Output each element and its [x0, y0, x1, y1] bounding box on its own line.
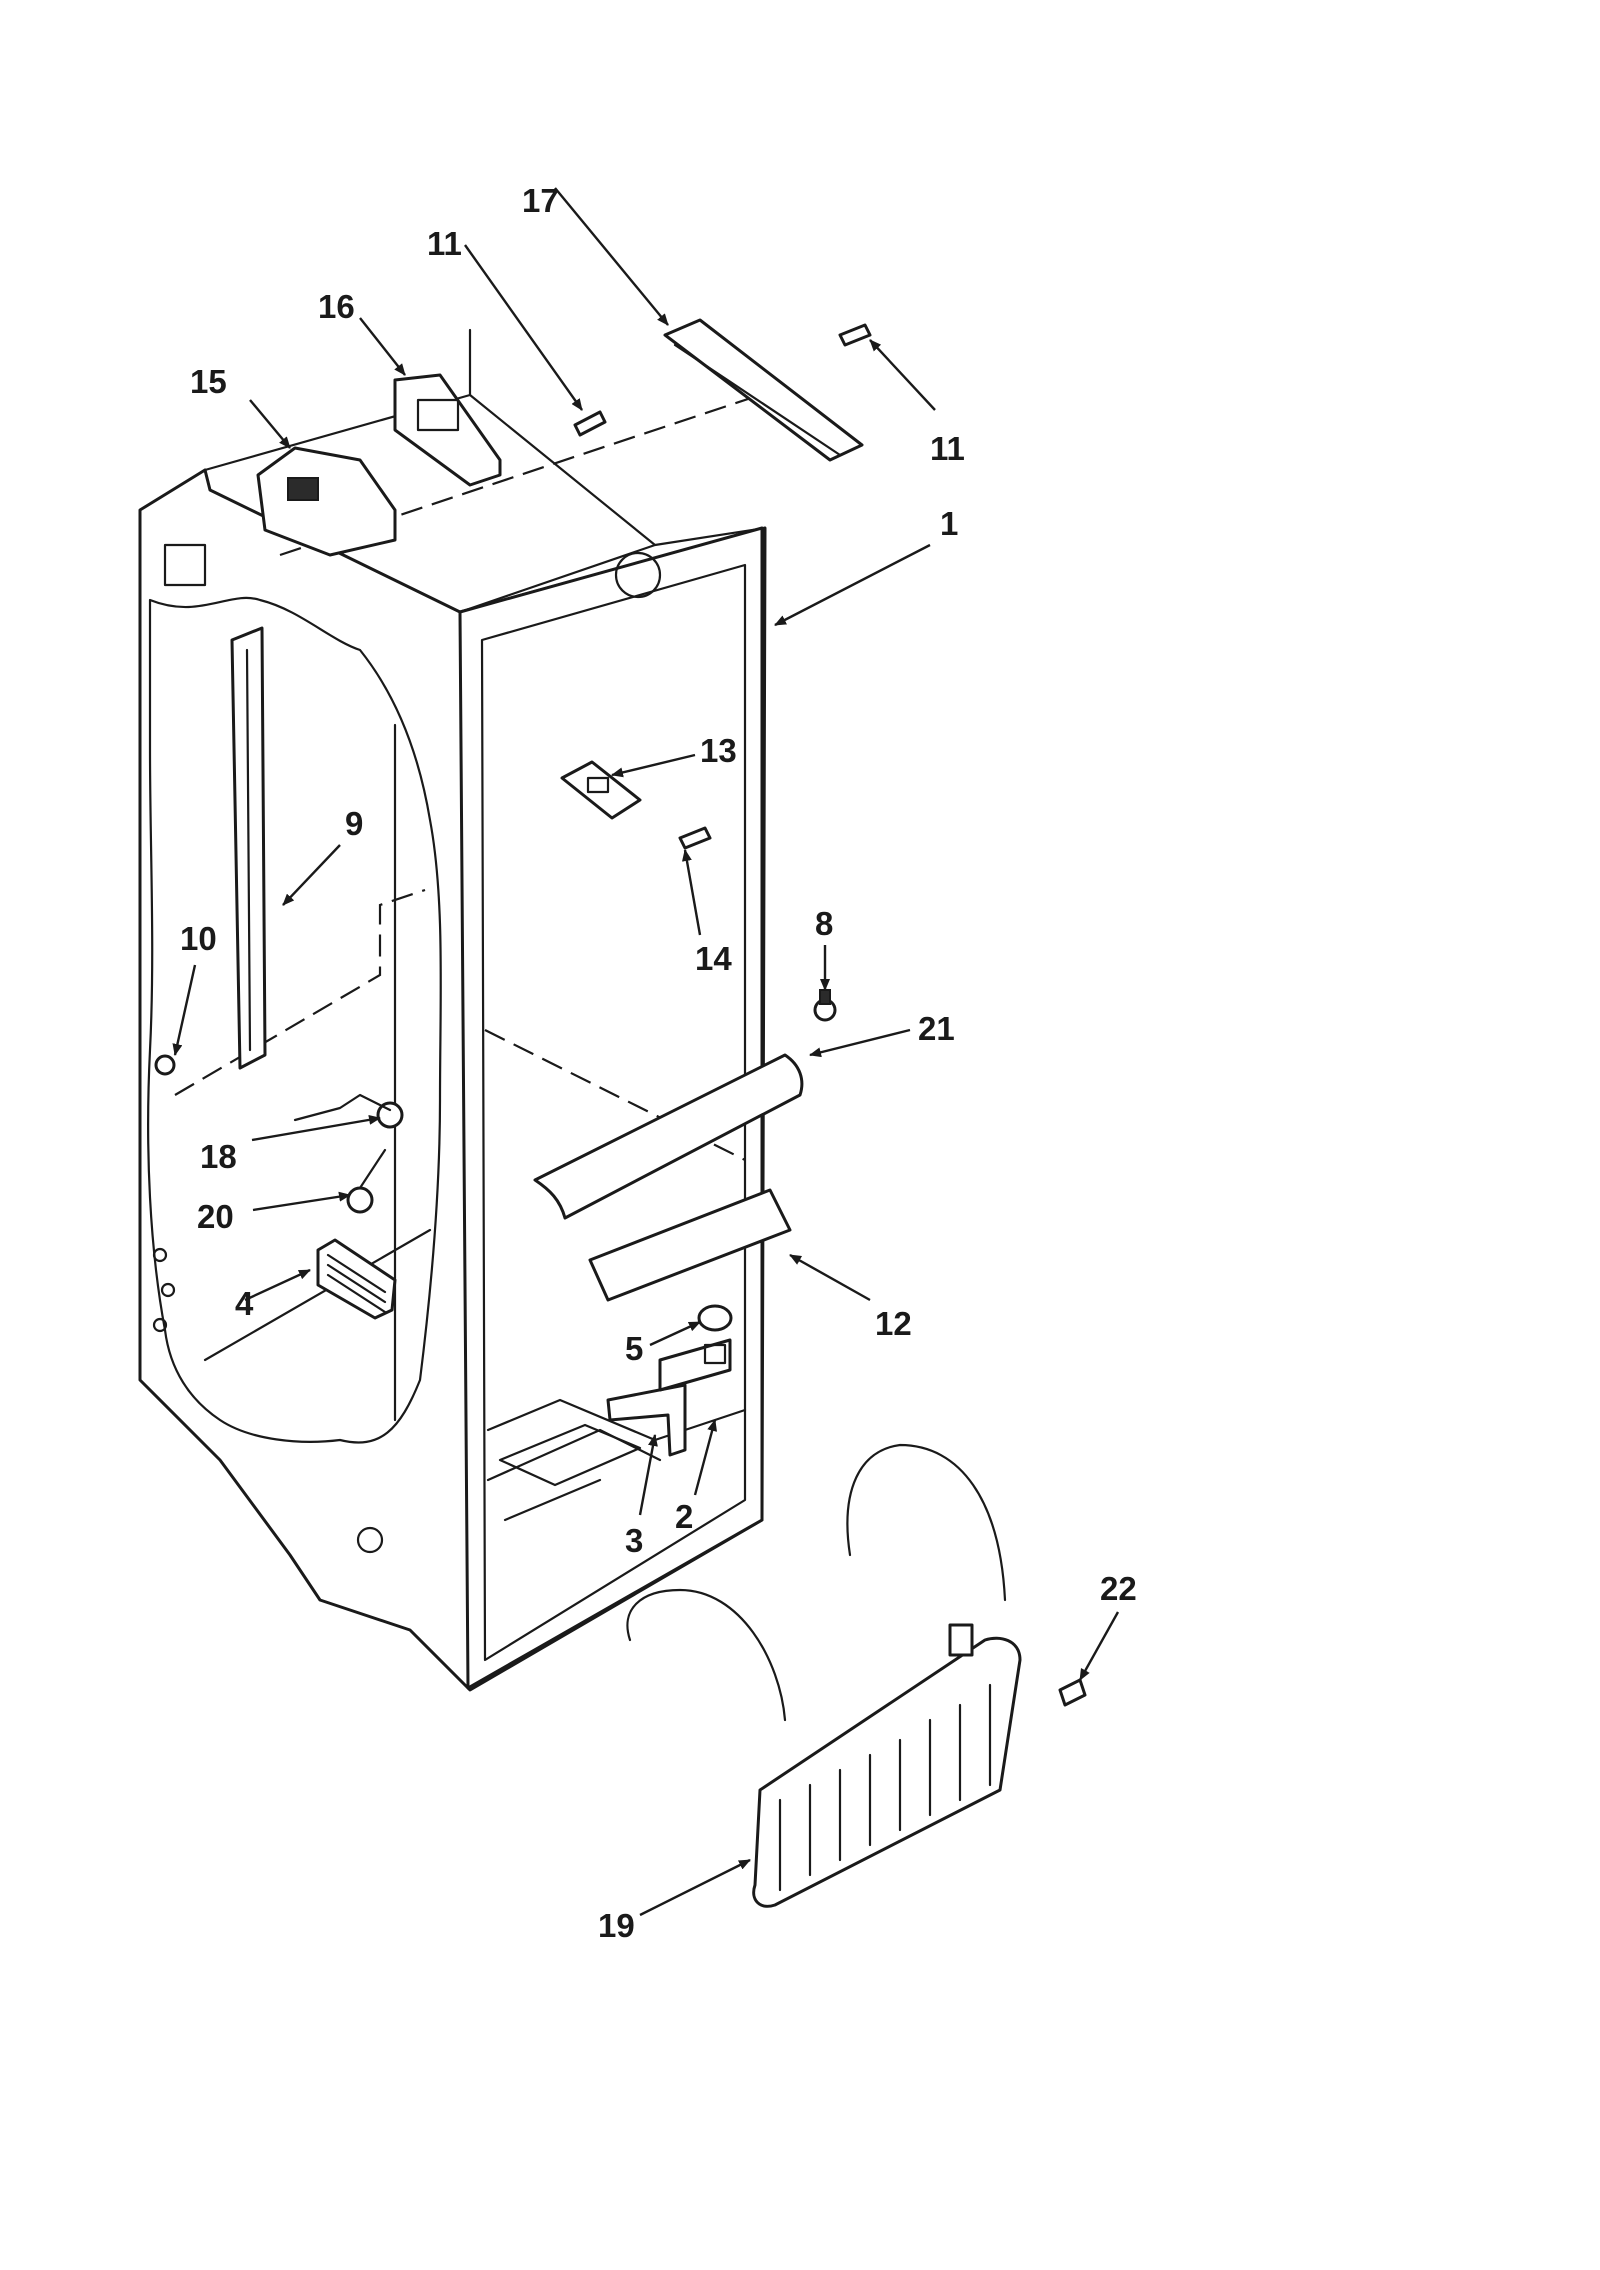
- side-hole-1: [356, 1526, 384, 1554]
- crisper-cover-21: [533, 1053, 804, 1220]
- shelf-rail: [230, 626, 267, 1070]
- screw-22: [1058, 1678, 1087, 1707]
- callout-10: 10: [180, 920, 217, 957]
- side-hole-2: [152, 1247, 168, 1263]
- cabinet-front-opening: [480, 563, 747, 1662]
- callout-14: 14: [695, 940, 732, 977]
- callout-22: 22: [1100, 1570, 1137, 1607]
- cabinet-inner-edge: [203, 723, 432, 1422]
- callout-16: 16: [318, 288, 355, 325]
- control-housing: [256, 446, 397, 557]
- callout-3: 3: [625, 1522, 643, 1559]
- cabinet-floor-pan: [486, 1398, 747, 1522]
- crisper-cover-12: [588, 1188, 792, 1302]
- side-hole-4: [152, 1317, 168, 1333]
- callout-1: 1: [940, 505, 958, 542]
- callout-13: 13: [700, 732, 737, 769]
- screw-8: [813, 989, 837, 1022]
- top-hole-1: [614, 551, 662, 599]
- cabinet-liner: [138, 328, 767, 1692]
- callout-8: 8: [815, 905, 833, 942]
- cabinet-top-panel: [203, 328, 767, 614]
- screw-11b: [838, 323, 872, 347]
- callout-19: 19: [598, 1907, 635, 1944]
- side-vent-opening: [163, 543, 207, 587]
- cabinet-drip-tray: [498, 1423, 642, 1487]
- callout-11-right: 11: [930, 430, 965, 467]
- bracket-2-3: [606, 1338, 732, 1457]
- callout-5: 5: [625, 1330, 643, 1367]
- control-bracket: [393, 373, 502, 487]
- callout-labels: 17 11 16 15 11 1 13 14 8 21 9 10 18 20 4…: [180, 182, 1137, 1944]
- vent-grille: [316, 1238, 397, 1320]
- callout-21: 21: [918, 1010, 955, 1047]
- reference-line-liner: [174, 888, 426, 1096]
- callout-11-top: 11: [427, 225, 462, 262]
- callout-18: 18: [200, 1138, 237, 1175]
- leader-lines: [172, 187, 1120, 1917]
- top-trim-bracket: [663, 318, 864, 462]
- callout-2: 2: [675, 1498, 693, 1535]
- callout-17: 17: [522, 182, 559, 219]
- bracket-13: [560, 760, 642, 820]
- callout-12: 12: [875, 1305, 912, 1342]
- callout-4: 4: [235, 1285, 254, 1322]
- screw-14: [678, 826, 712, 850]
- grommet: [697, 1304, 733, 1332]
- cabinet-inner-wall: [147, 596, 442, 1444]
- callout-9: 9: [345, 805, 363, 842]
- callout-15: 15: [190, 363, 227, 400]
- screw-10: [154, 1054, 176, 1076]
- screw-11a: [573, 410, 607, 437]
- side-hole-3: [160, 1282, 176, 1298]
- callout-20: 20: [197, 1198, 234, 1235]
- drain-heater: [626, 1443, 1022, 1908]
